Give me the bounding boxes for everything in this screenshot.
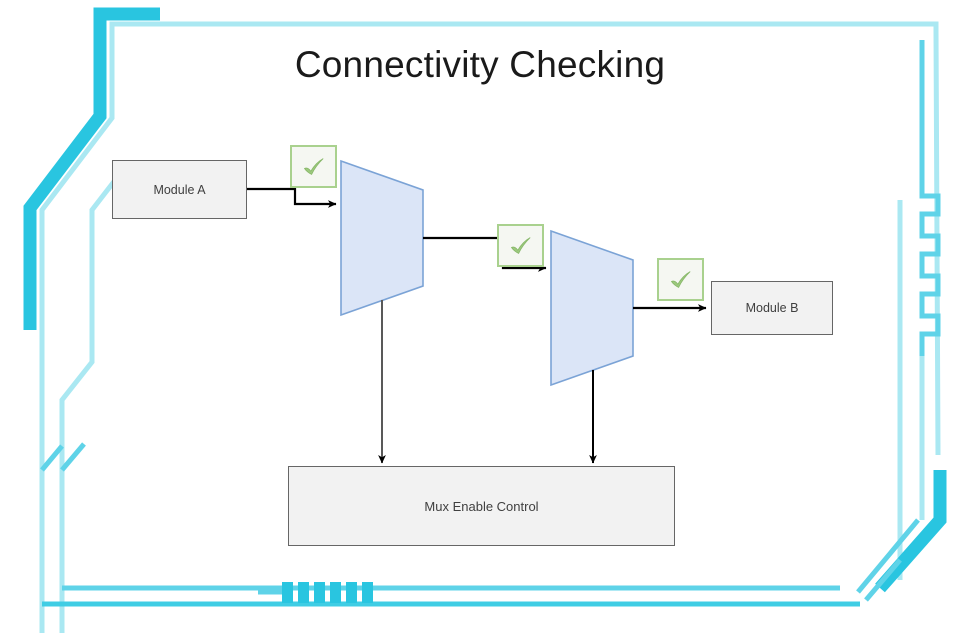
tick-bar [282,582,293,603]
check-badge-1[interactable] [290,145,337,188]
tick-bar [346,582,357,603]
tick-bars [282,582,373,603]
tick-bar [330,582,341,603]
check-mark-icon [670,270,690,288]
tick-bar [298,582,309,603]
page-title: Connectivity Checking [294,44,666,85]
check-badge-3[interactable] [657,258,704,301]
node-module-b-label: Module B [745,301,799,315]
node-mux-enable-control-label: Mux Enable Control [424,498,539,514]
tick-bar [362,582,373,603]
node-module-a-label: Module A [153,182,206,197]
node-module-a[interactable]: Module A [112,160,247,219]
check-mark-icon [510,236,530,254]
node-mux-enable-control[interactable]: Mux Enable Control [288,466,675,546]
check-badge-2[interactable] [497,224,544,267]
check-mark-icon [303,157,323,175]
node-module-b[interactable]: Module B [711,281,833,335]
tick-bar [314,582,325,603]
